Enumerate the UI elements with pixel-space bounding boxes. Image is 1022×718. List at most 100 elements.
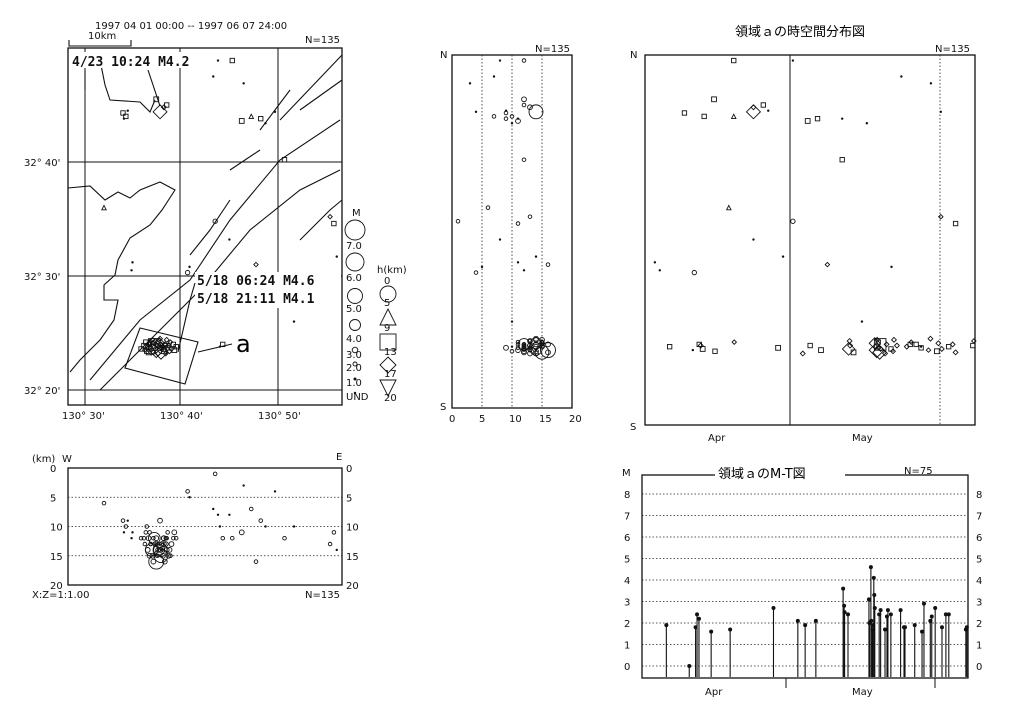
mt-ytick-left: 7	[624, 512, 630, 523]
lat-label: 32° 30'	[24, 272, 60, 283]
section-count: N=135	[305, 590, 340, 601]
mt-point	[878, 608, 883, 613]
mt-ytick-right: 2	[976, 619, 982, 630]
legend-h-title: h(km)	[377, 265, 407, 276]
legend-m-label: UND	[346, 392, 369, 403]
mt-point	[939, 625, 944, 630]
event-square	[907, 341, 913, 348]
mt-ytick-right: 4	[976, 576, 982, 587]
event-diamond	[152, 104, 168, 120]
event-circle	[162, 541, 169, 547]
event-circle	[220, 535, 225, 541]
mt-ytick-right: 0	[976, 662, 982, 673]
st-events	[653, 57, 977, 360]
lon-label: 130° 30'	[62, 411, 105, 422]
mt-point	[888, 612, 893, 617]
mt-point	[709, 629, 714, 634]
event-circle	[154, 553, 160, 559]
event-circle	[515, 339, 521, 345]
event-circle	[229, 535, 235, 541]
mt-point	[872, 593, 877, 598]
event-dot	[767, 109, 770, 112]
event-square	[331, 220, 337, 227]
event-dot	[228, 513, 231, 516]
mt-point	[869, 618, 874, 623]
mt-ytick-left: 6	[624, 533, 630, 544]
map-events	[101, 57, 338, 360]
event-circle	[327, 541, 333, 547]
mt-point	[696, 616, 701, 621]
event-dot	[653, 261, 657, 264]
event-circle	[282, 535, 287, 541]
event-dot	[510, 122, 514, 125]
event-dot	[122, 531, 126, 534]
event-circle	[533, 350, 539, 357]
event-circle	[171, 535, 176, 541]
event-circle	[540, 342, 556, 359]
event-square	[760, 102, 766, 108]
mt-ytick-left: 3	[624, 598, 630, 609]
mt-point	[695, 612, 700, 617]
event-circle	[503, 116, 509, 121]
legend-m-title: M	[352, 208, 361, 219]
event-circle	[533, 335, 539, 342]
mt-point	[687, 664, 692, 668]
legend-m-label: 5.0	[346, 304, 362, 315]
event-circle	[142, 541, 148, 547]
mt-point	[842, 610, 847, 615]
mt-month-may: May	[852, 687, 873, 698]
section-west: W	[62, 454, 72, 465]
event-circle	[533, 341, 539, 348]
mt-ytick-right: 7	[976, 512, 982, 523]
mt-ylabel: M	[622, 468, 631, 479]
event-square	[970, 342, 976, 349]
section-ratio: X:Z=1:1.00	[32, 590, 89, 601]
mt-point	[866, 597, 871, 602]
legend-m-label: 7.0	[346, 241, 362, 252]
event-square	[229, 57, 235, 64]
event-dot	[534, 255, 538, 258]
event-square	[818, 347, 824, 353]
event-diamond	[970, 338, 977, 344]
mt-point	[946, 612, 951, 617]
event-diamond	[925, 347, 932, 353]
scale-label: 10km	[88, 31, 116, 42]
period-label: 1997 04 01 00:00 -- 1997 06 07 24:00	[95, 21, 287, 32]
event-diamond	[731, 339, 738, 345]
event-diamond	[824, 261, 831, 268]
lon-label: 130° 50'	[258, 411, 301, 422]
depth-tick-left: 15	[50, 552, 63, 563]
event-circle	[539, 340, 545, 347]
event-dot	[510, 345, 514, 348]
mt-month-apr: Apr	[705, 687, 723, 698]
event-circle	[527, 104, 533, 111]
event-triangle	[101, 204, 107, 211]
event-square	[153, 96, 160, 103]
mt-point	[795, 618, 800, 623]
event-square	[918, 345, 924, 351]
depth-tick-right: 15	[346, 552, 359, 563]
region-a-box	[124, 327, 199, 385]
event-square	[173, 344, 179, 350]
legend-m-symbol	[353, 377, 357, 381]
event-square	[701, 113, 707, 120]
event-circle	[473, 270, 479, 275]
event-dot	[264, 122, 267, 125]
event-triangle	[248, 113, 255, 120]
mt-point	[868, 565, 873, 570]
event-diamond	[908, 339, 915, 345]
event-circle	[165, 552, 172, 559]
legend-m-label: 6.0	[346, 273, 362, 284]
event-diamond	[327, 213, 333, 220]
event-dot	[522, 269, 526, 272]
event-dot	[781, 255, 785, 258]
event-circle	[155, 547, 162, 553]
event-dot	[130, 269, 133, 272]
event-circle	[212, 218, 218, 224]
event-dot	[228, 238, 231, 241]
event-square	[775, 344, 781, 351]
event-diamond	[847, 342, 854, 349]
